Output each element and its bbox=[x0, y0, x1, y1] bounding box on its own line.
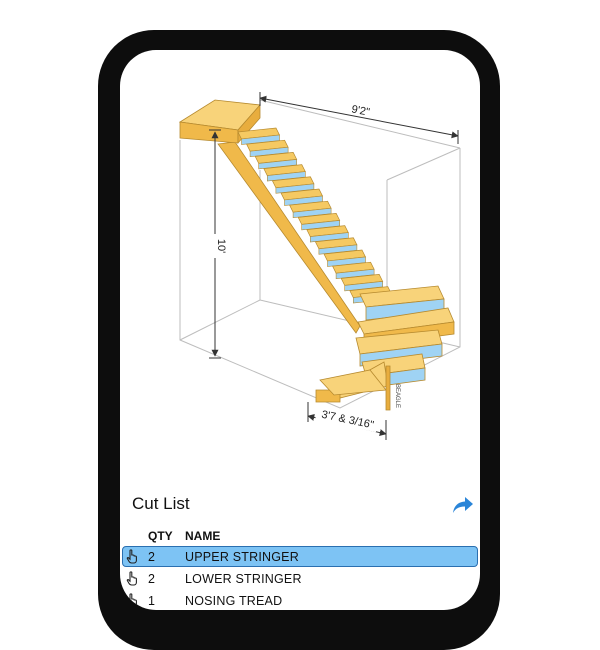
cut-list-title: Cut List bbox=[132, 494, 190, 513]
hand-pointer-icon bbox=[126, 549, 137, 564]
qty-column-header: QTY bbox=[148, 529, 173, 543]
table-row[interactable]: 2 UPPER STRINGER bbox=[120, 546, 480, 568]
upper-flight-steps[interactable] bbox=[237, 127, 392, 304]
cut-list-table: QTY NAME 2 UPPER STRINGER 2 LOWER STRING… bbox=[120, 526, 480, 610]
row-name: LOWER STRINGER bbox=[185, 572, 302, 586]
side-tag-label: BEAGLE bbox=[394, 384, 400, 408]
landing-dimension: 3'7 & 3/16" bbox=[307, 402, 387, 440]
width-label: 9'2" bbox=[350, 103, 370, 118]
height-label: 10' bbox=[215, 239, 227, 253]
lower-flight-steps[interactable] bbox=[315, 285, 455, 411]
name-column-header: NAME bbox=[185, 529, 221, 543]
cut-list-header: QTY NAME bbox=[120, 526, 480, 546]
row-qty: 1 bbox=[148, 594, 155, 608]
row-qty: 2 bbox=[148, 550, 155, 564]
side-tag: BEAGLE bbox=[394, 384, 400, 408]
table-row[interactable]: 2 LOWER STRINGER bbox=[120, 568, 480, 590]
width-dimension: 9'2" bbox=[259, 92, 459, 144]
height-dimension: 10' bbox=[208, 129, 227, 359]
staircase-3d-view[interactable]: 9'2" 10' 3'7 & 3/16" BEAGLE bbox=[120, 50, 480, 450]
row-name: UPPER STRINGER bbox=[185, 550, 299, 564]
share-arrow-icon[interactable] bbox=[452, 496, 474, 514]
hand-pointer-icon bbox=[126, 571, 137, 586]
hand-pointer-icon bbox=[126, 593, 137, 608]
row-name: NOSING TREAD bbox=[185, 594, 283, 608]
row-highlight bbox=[122, 546, 478, 567]
app-screen: 9'2" 10' 3'7 & 3/16" BEAGLE Cut List bbox=[120, 50, 480, 610]
row-qty: 2 bbox=[148, 572, 155, 586]
table-row[interactable]: 1 NOSING TREAD bbox=[120, 590, 480, 610]
